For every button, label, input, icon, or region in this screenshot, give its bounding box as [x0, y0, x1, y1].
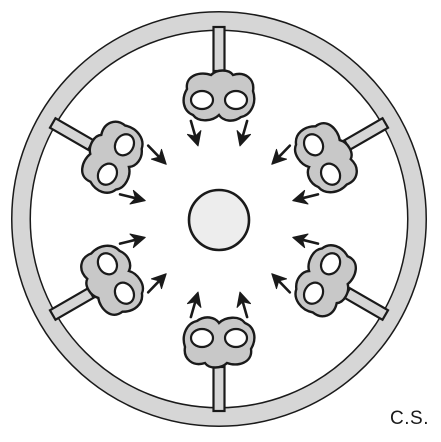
unit	[287, 114, 366, 200]
inward-arrow	[184, 119, 205, 148]
arrow-head	[130, 231, 147, 248]
spoke	[214, 367, 225, 411]
arrow-shaft	[148, 279, 161, 292]
central-circle	[189, 190, 249, 250]
unit	[73, 238, 152, 324]
unit-oval	[191, 91, 213, 109]
inward-arrow	[233, 290, 254, 319]
spoke	[50, 288, 94, 320]
inward-arrow	[233, 119, 254, 148]
unit-body	[287, 114, 366, 200]
unit	[184, 317, 255, 367]
spoke	[344, 288, 388, 320]
arrow-shaft	[277, 279, 290, 292]
spoke	[50, 118, 94, 150]
arrow-shaft	[148, 146, 161, 159]
inward-arrow	[291, 231, 320, 251]
arrow-head	[187, 131, 204, 148]
spoke	[214, 27, 225, 71]
cross-section-label: C.S.	[390, 408, 429, 430]
center-layer	[189, 190, 249, 250]
inward-arrow	[267, 141, 295, 169]
arrow-shaft	[277, 146, 290, 159]
unit	[184, 71, 255, 121]
inward-arrow	[143, 141, 171, 169]
unit	[73, 114, 152, 200]
inward-arrow	[267, 269, 295, 297]
spoke	[344, 118, 388, 150]
inward-arrow	[291, 188, 320, 208]
unit-oval	[225, 329, 247, 347]
unit-oval	[191, 329, 213, 347]
inward-arrow	[118, 231, 147, 251]
unit	[287, 238, 366, 324]
unit-body	[73, 114, 152, 200]
inward-arrow	[184, 290, 205, 319]
arrow-head	[233, 290, 250, 307]
inward-arrow	[143, 269, 171, 297]
arrow-head	[233, 131, 250, 148]
arrow-head	[291, 190, 308, 207]
unit-body	[73, 238, 152, 324]
arrow-head	[291, 231, 308, 248]
inward-arrow	[118, 188, 147, 208]
arrow-head	[187, 290, 204, 307]
arrow-head	[130, 190, 147, 207]
unit-oval	[225, 91, 247, 109]
unit-body	[287, 238, 366, 324]
